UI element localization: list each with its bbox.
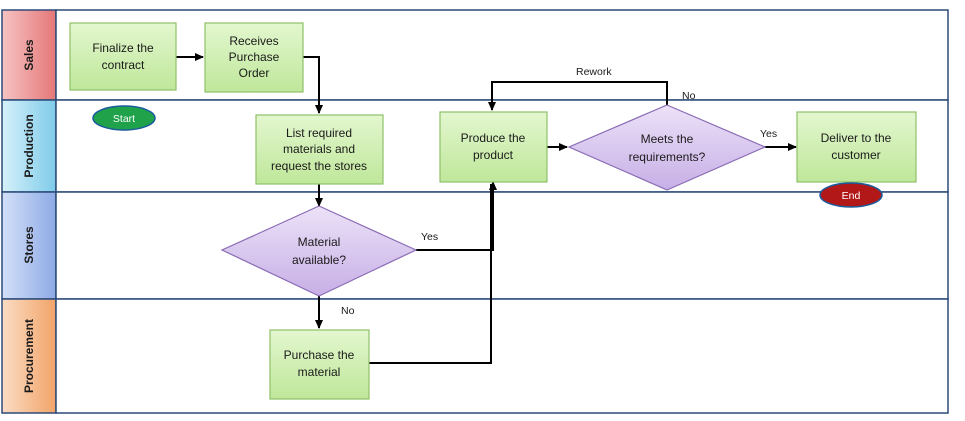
edge-receives-to-list [303,56,323,114]
edge-label-no-stores: No [341,305,355,317]
edge-purchase-to-produce [369,184,492,364]
edge-meets-no-rework [488,81,668,111]
edge-label-no-top: No [682,90,696,102]
terminal-end: End [819,182,883,208]
edge-label-yes-right: Yes [760,128,777,140]
lane-label-stores: Stores [22,226,36,264]
lane-body-sales [55,9,949,101]
lane-header-production [1,99,57,193]
edge-label-rework: Rework [576,66,612,78]
lane-label-sales: Sales [22,39,36,71]
terminal-start: Start [92,105,156,131]
lane-header-stores [1,191,57,300]
edge-material-yes-to-produce [416,181,497,251]
lane-body-stores [55,191,949,300]
lane-label-production: Production [22,114,36,177]
lane-label-procurement: Procurement [22,319,36,393]
svg-text:Start: Start [113,113,135,125]
svg-text:End: End [842,190,861,202]
lane-body-procurement [55,298,949,414]
lane-header-sales [1,9,57,101]
edge-label-yes-stores: Yes [421,231,438,243]
